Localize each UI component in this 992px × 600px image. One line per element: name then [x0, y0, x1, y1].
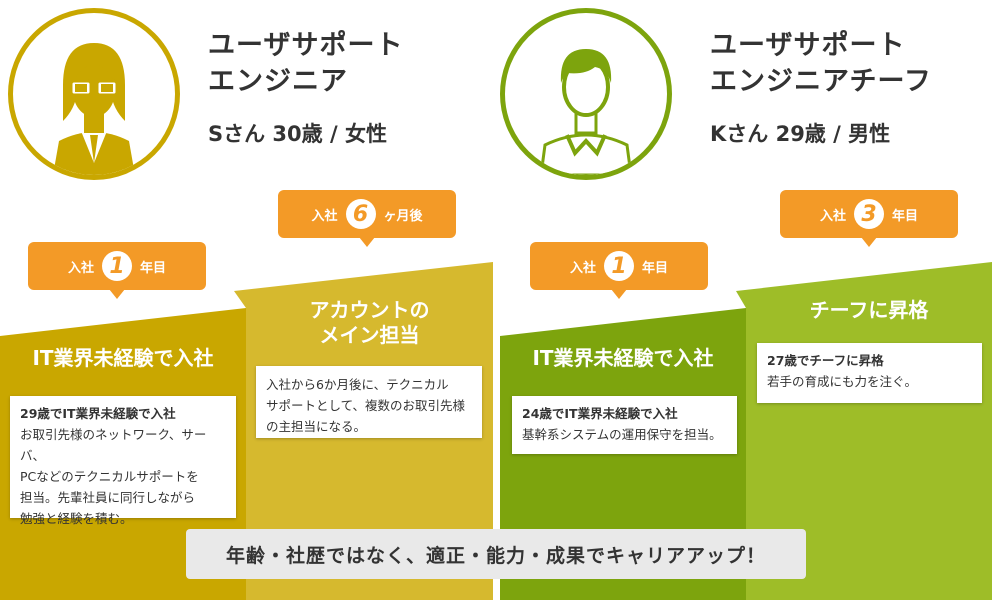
badge-label: 年目 — [642, 260, 669, 276]
badge-number: 1 — [102, 251, 132, 281]
card-line: の主担当になる。 — [266, 419, 367, 434]
badge-p1-s2: 入社 6 ヶ月後 — [278, 190, 456, 247]
career-banner: 年齢・社歴ではなく、適正・能力・成果でキャリアアップ！ — [186, 529, 806, 579]
card-line: 若手の育成にも力を注ぐ。 — [767, 374, 918, 389]
badge-label: 入社 — [819, 208, 846, 224]
person2-title-line1: ユーザサポート — [710, 30, 906, 61]
person2-meta: Kさん 29歳 / 男性 — [710, 122, 891, 146]
card-line: PCなどのテクニカルサポートを — [20, 469, 199, 484]
badge-p2-s1: 入社 1 年目 — [530, 242, 708, 299]
badge-number: 6 — [345, 199, 376, 229]
p2-s1-shape — [500, 308, 746, 600]
badge-number: 1 — [604, 251, 634, 281]
person1-title-line2: エンジニア — [208, 66, 348, 97]
card-heading: 27歳でチーフに昇格 — [767, 353, 884, 368]
badge-label: ヶ月後 — [383, 208, 423, 224]
card-heading: 24歳でIT業界未経験で入社 — [522, 406, 678, 421]
person1-meta: Sさん 30歳 / 女性 — [208, 122, 387, 146]
badge-p2-s2: 入社 3 年目 — [780, 190, 958, 247]
card-p1-s2: 入社から6か月後に、テクニカル サポートとして、複数のお取引先様 の主担当になる… — [256, 366, 482, 438]
avatar-person1 — [8, 8, 180, 180]
badge-label: 年目 — [140, 260, 167, 276]
badge-label: 入社 — [67, 260, 94, 276]
person2-title-line2: エンジニアチーフ — [710, 66, 932, 97]
stage-title-p1-s1: IT業界未経験で入社 — [32, 346, 214, 370]
badge-number: 3 — [854, 199, 884, 229]
avatar-person2 — [500, 8, 672, 180]
badge-p1-s1: 入社 1 年目 — [28, 242, 206, 299]
stage-title-p2-s1: IT業界未経験で入社 — [532, 346, 714, 370]
badge-label: 年目 — [892, 208, 919, 224]
card-line: お取引先様のネットワーク、サーバ、 — [20, 427, 207, 463]
card-heading: 29歳でIT業界未経験で入社 — [20, 406, 176, 421]
stage-title-p1-s2-line1: アカウントの — [309, 298, 430, 322]
stage-title-p1-s2-line2: メイン担当 — [319, 323, 420, 347]
businesswoman-with-glasses-icon — [53, 43, 135, 175]
card-p1-s1: 29歳でIT業界未経験で入社 お取引先様のネットワーク、サーバ、 PCなどのテク… — [10, 396, 236, 526]
card-line: 担当。先輩社員に同行しながら — [20, 490, 196, 505]
card-p2-s2: 27歳でチーフに昇格 若手の育成にも力を注ぐ。 — [757, 343, 982, 403]
badge-label: 入社 — [311, 208, 338, 224]
person1-title-line1: ユーザサポート — [208, 30, 404, 61]
businessman-icon — [539, 49, 633, 175]
badge-label: 入社 — [569, 260, 596, 276]
card-line: サポートとして、複数のお取引先様 — [266, 398, 466, 413]
stage-title-p2-s2: チーフに昇格 — [809, 298, 929, 322]
card-line: 入社から6か月後に、テクニカル — [266, 377, 449, 392]
card-line: 勉強と経験を積む。 — [20, 511, 133, 526]
card-p2-s1: 24歳でIT業界未経験で入社 基幹系システムの運用保守を担当。 — [512, 396, 737, 454]
card-line: 基幹系システムの運用保守を担当。 — [522, 427, 722, 442]
